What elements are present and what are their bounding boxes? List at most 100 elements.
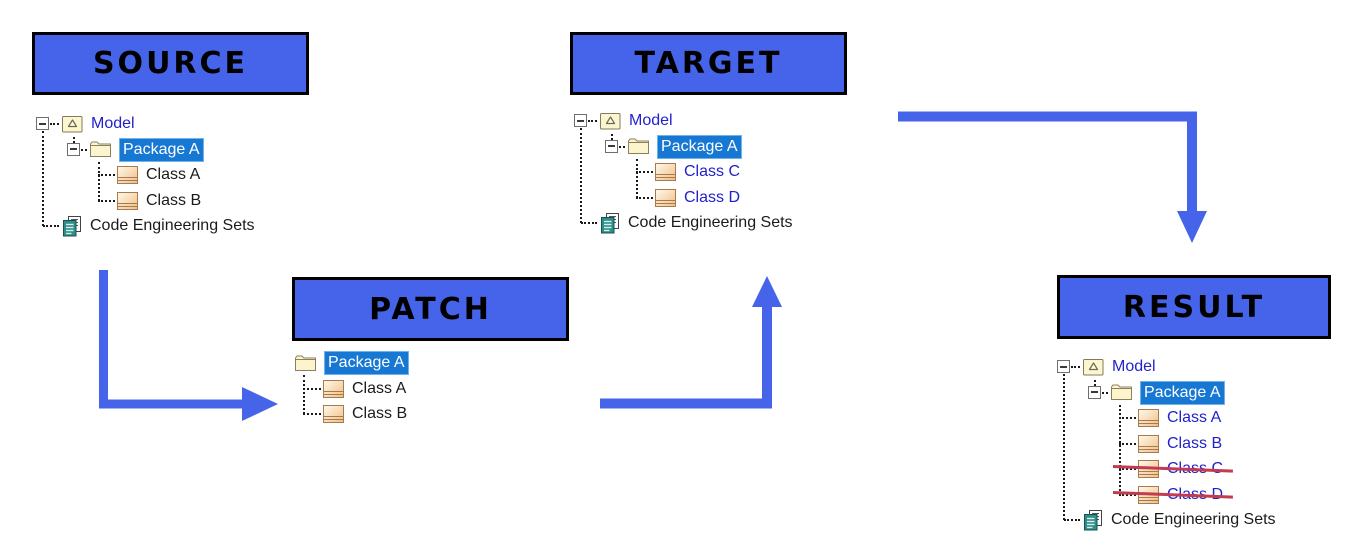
codegen-icon [1083,509,1103,531]
tree-row-code-engineering-sets[interactable]: Code Engineering Sets [62,214,255,238]
target-title-box: TARGET [570,32,847,95]
tree-connector-line [42,131,44,226]
model-icon [600,112,621,130]
tree-item-label: Model [1112,358,1156,375]
tree-connector-line [588,120,597,122]
expander-minus-button[interactable] [574,114,587,127]
class-icon [323,379,344,398]
tree-row-code-engineering-sets[interactable]: Code Engineering Sets [600,211,793,235]
tree-connector-line [611,133,613,140]
tree-connector-line [1063,374,1065,520]
tree-item-label: Package A [657,134,742,159]
tree-connector-line [1119,404,1121,495]
minus-icon [608,145,615,147]
tree-row-package-a[interactable]: Package A [628,134,742,159]
minus-icon [1060,365,1067,368]
tree-item-label: Code Engineering Sets [628,214,793,231]
tree-row-class-b[interactable]: Class B [1138,432,1222,456]
source-title-box: SOURCE [32,32,309,95]
result-title: RESULT [1122,289,1266,325]
expander-minus-button[interactable] [67,142,80,156]
tree-row-model[interactable]: Model [62,112,135,136]
tree-connector-line [303,413,321,415]
tree-connector-line [636,171,653,173]
tree-item-label: Model [91,115,135,132]
tree-row-code-engineering-sets[interactable]: Code Engineering Sets [1083,508,1276,532]
tree-item-label: Class A [146,166,201,183]
minus-icon [39,122,46,125]
tree-row-model[interactable]: Model [1083,355,1156,379]
tree-connector-line [580,128,582,223]
tree-row-package-a[interactable]: Package A [295,351,409,375]
tree-item-label: Package A [324,351,409,375]
class-icon [1138,409,1159,427]
tree-item-label: Code Engineering Sets [90,217,255,234]
tree-row-package-a[interactable]: Package A [1111,380,1225,405]
expander-minus-button[interactable] [36,117,49,130]
tree-row-class-a[interactable]: Class A [323,377,406,401]
codegen-icon [62,215,82,237]
tree-connector-line [1119,468,1136,470]
expander-minus-button[interactable] [1057,360,1070,373]
tree-row-class-a[interactable]: Class A [117,163,200,187]
tree-row-class-c[interactable]: Class C [655,160,740,184]
class-icon [117,166,138,184]
tree-item-label: Class C [684,163,741,180]
class-icon [117,191,138,210]
tree-connector-line [1119,442,1136,445]
tree-row-class-d[interactable]: Class D [655,186,740,210]
tree-connector-line [98,161,100,201]
tree-connector-line [636,158,638,198]
tree-connector-line [50,123,59,125]
tree-item-label: Class A [1167,409,1222,426]
tree-item-label: Package A [1140,380,1225,405]
tree-connector-line [1094,379,1096,386]
tree-row-model[interactable]: Model [600,109,673,133]
tree-row-package-a[interactable]: Package A [90,137,204,162]
tree-item-label: Code Engineering Sets [1111,511,1276,528]
minus-icon [577,119,584,122]
tree-row-class-b[interactable]: Class B [117,189,201,213]
folder-icon [295,355,316,372]
model-icon [1083,358,1104,376]
patch-title-box: PATCH [292,277,569,341]
tree-connector-line [43,225,59,227]
tree-connector-line [1064,519,1080,521]
minus-icon [70,148,77,150]
class-icon [323,405,344,423]
tree-connector-line [303,387,321,390]
tree-item-label: Class A [352,379,407,397]
tree-item-label: Model [629,112,673,129]
tree-connector-line [98,174,115,176]
tree-row-class-a[interactable]: Class A [1138,406,1221,430]
class-icon [655,163,676,181]
tree-connector-line [98,199,115,202]
folder-icon [628,138,649,155]
tree-item-label: Class B [146,191,202,209]
tree-connector-line [636,196,653,199]
tree-item-label: Class B [352,405,408,422]
minus-icon [1091,391,1098,393]
expander-minus-button[interactable] [605,139,618,153]
tree-connector-line [1102,391,1108,394]
patch-title: PATCH [369,291,492,327]
tree-connector-line [581,222,597,224]
tree-connector-line [81,148,87,151]
tree-connector-line [1071,366,1080,368]
class-icon [655,188,676,207]
tree-connector-line [619,145,625,148]
tree-row-class-b[interactable]: Class B [323,402,407,426]
expander-minus-button[interactable] [1088,385,1101,399]
tree-connector-line [73,136,75,143]
target-title: TARGET [634,46,783,81]
tree-connector-line [303,375,305,414]
tree-item-label: Package A [119,137,204,162]
class-icon [1138,434,1159,453]
folder-icon [1111,384,1132,401]
source-title: SOURCE [92,46,249,81]
